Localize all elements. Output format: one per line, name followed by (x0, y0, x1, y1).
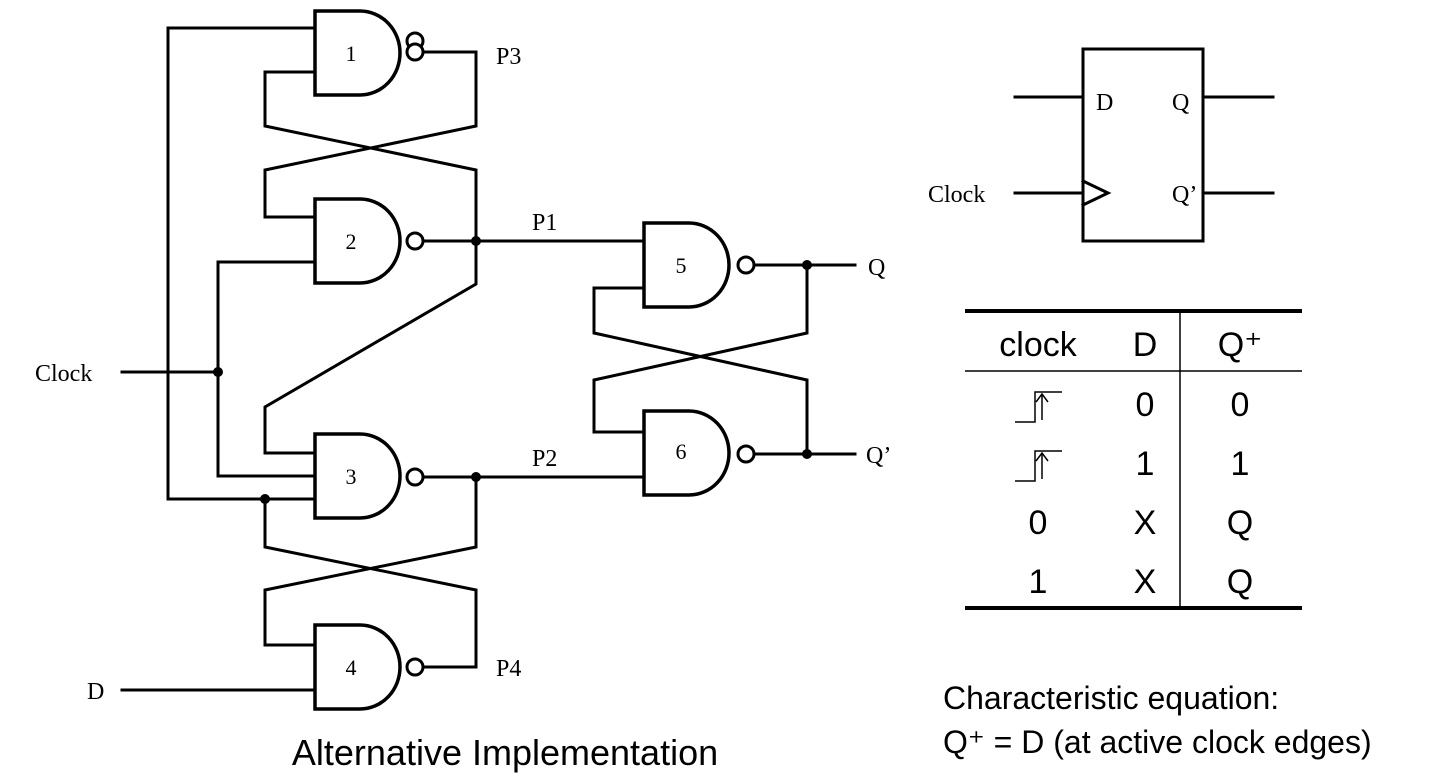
gate-number: 4 (346, 655, 357, 680)
p2-label: P2 (532, 446, 557, 472)
gate-number: 2 (346, 229, 357, 254)
table-row: 1 X Q (1029, 563, 1254, 601)
p1-label: P1 (532, 210, 557, 236)
truth-table: clock D Q⁺ 0 0 1 1 0 X Q (965, 309, 1302, 610)
pin-d-label: D (1096, 90, 1113, 116)
nand-gate-6: 6 (642, 409, 756, 497)
cross-q-to-gate6 (592, 263, 809, 434)
diagram-caption: Alternative Implementation (292, 732, 718, 773)
clock-symbol-label: Clock (928, 182, 985, 208)
junction-dot (471, 236, 481, 246)
gate-number: 5 (676, 253, 687, 278)
equation-formula: Q⁺ = D (at active clock edges) (943, 724, 1372, 760)
equation-heading: Characteristic equation: (943, 680, 1279, 716)
gate-number: 3 (346, 464, 357, 489)
cell-d: 1 (1136, 445, 1155, 483)
cell-d: X (1134, 563, 1157, 601)
rising-edge-icon (1015, 391, 1062, 423)
rising-edge-icon (1015, 450, 1062, 482)
clock-triangle-icon (1080, 178, 1112, 208)
cell-d: X (1134, 504, 1157, 542)
table-row: 1 1 (1015, 445, 1249, 483)
p1-to-gate3-wire (263, 239, 478, 455)
table-row: 0 X Q (1029, 504, 1254, 542)
gate-number: 1 (346, 41, 357, 66)
gate-number: 6 (676, 439, 687, 464)
q-bar-output-label: Q’ (866, 443, 891, 469)
cross-3-to-4 (263, 497, 478, 669)
cross-4-to-3 (263, 475, 478, 647)
cell-clock: 1 (1029, 563, 1048, 601)
nand-gate-2: 2 (313, 197, 425, 285)
circuit-wires (120, 26, 857, 692)
p3-label: P3 (496, 44, 521, 70)
q-output-label: Q (868, 255, 885, 281)
pin-q-bar-label: Q’ (1172, 182, 1197, 208)
cross-q-bar-to-gate5 (592, 286, 809, 456)
junction-dot (802, 449, 812, 459)
flip-flop-box (1081, 47, 1205, 243)
header-q-plus: Q⁺ (1218, 326, 1262, 364)
cell-clock: 0 (1029, 504, 1048, 542)
p4-label: P4 (496, 656, 521, 682)
pin-q-label: Q (1172, 90, 1189, 116)
nand-gate-5: 5 (642, 221, 756, 309)
feedback-bus-outer (166, 26, 317, 501)
header-clock: clock (999, 326, 1077, 364)
cross-2-to-1 (263, 70, 478, 243)
flip-flop-symbol: D Q Q’ Clock (928, 47, 1275, 243)
nand-gate-4: 4 (313, 623, 425, 711)
d-input-label: D (87, 679, 104, 705)
clock-input-label: Clock (35, 361, 92, 387)
cell-d: 0 (1136, 386, 1155, 424)
junction-dot (802, 260, 812, 270)
junction-dot (213, 367, 223, 377)
cell-q-plus: 0 (1231, 386, 1250, 424)
cell-q-plus: Q (1227, 563, 1253, 601)
nand-gate-3: 3 (313, 432, 425, 520)
cell-q-plus: Q (1227, 504, 1253, 542)
header-d: D (1133, 326, 1158, 364)
table-row: 0 0 (1015, 386, 1249, 424)
cell-q-plus: 1 (1231, 445, 1250, 483)
gate-1-bubble (405, 42, 425, 62)
junction-dot (471, 472, 481, 482)
junction-dots (213, 236, 812, 504)
junction-dot (260, 494, 270, 504)
